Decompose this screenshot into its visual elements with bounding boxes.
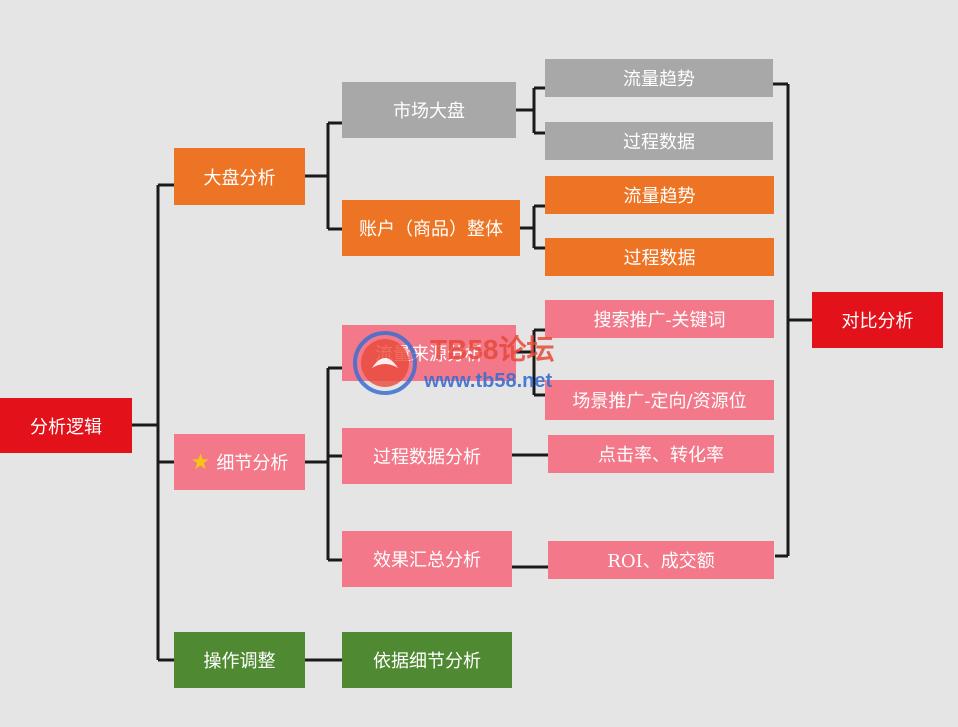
node-dapan-analysis: 大盘分析 — [174, 148, 305, 205]
node-search-promotion: 搜索推广-关键词 — [545, 300, 774, 338]
watermark-url: www.tb58.net — [424, 370, 553, 392]
star-icon: ★ — [190, 449, 211, 475]
node-market-overview: 市场大盘 — [342, 82, 516, 138]
watermark: TB58论坛 www.tb58.net — [352, 328, 612, 398]
node-account-overall: 账户（商品）整体 — [342, 200, 520, 256]
node-operation-adjust: 操作调整 — [174, 632, 305, 688]
node-account-process-data: 过程数据 — [545, 238, 774, 276]
node-detail-analysis-label: 细节分析 — [216, 453, 289, 474]
node-scene-promotion: 场景推广-定向/资源位 — [545, 380, 774, 420]
node-detail-analysis: ★ 细节分析 — [174, 434, 305, 490]
node-effect-summary: 效果汇总分析 — [342, 531, 512, 587]
node-based-on-detail: 依据细节分析 — [342, 632, 512, 688]
node-compare-analysis: 对比分析 — [812, 292, 943, 348]
node-market-process-data: 过程数据 — [545, 122, 773, 160]
watermark-title: TB58论坛 — [430, 334, 555, 365]
node-click-conversion: 点击率、转化率 — [548, 435, 774, 473]
node-account-traffic-trend: 流量趋势 — [545, 176, 774, 214]
tb58-logo-icon — [353, 331, 417, 395]
node-market-traffic-trend: 流量趋势 — [545, 59, 773, 97]
node-roi-sales: ROI、成交额 — [548, 541, 774, 579]
root-node: 分析逻辑 — [0, 398, 132, 453]
node-process-data-analysis: 过程数据分析 — [342, 428, 512, 484]
